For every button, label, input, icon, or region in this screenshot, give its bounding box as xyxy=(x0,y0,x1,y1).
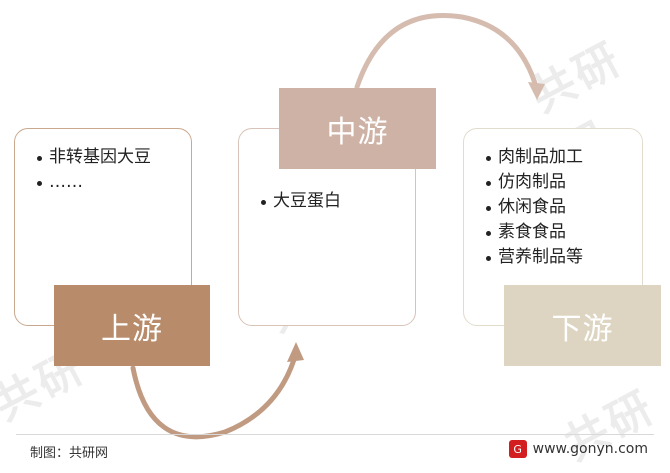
list-item: 仿肉制品 xyxy=(484,170,642,195)
midstream-list: 大豆蛋白 xyxy=(259,189,415,214)
footer-divider xyxy=(16,434,654,435)
list-item: 肉制品加工 xyxy=(484,145,642,170)
footer-site: G www.gonyn.com xyxy=(508,440,648,458)
downstream-label: 下游 xyxy=(504,285,661,366)
list-item: 大豆蛋白 xyxy=(259,189,415,214)
downstream-list: 肉制品加工 仿肉制品 休闲食品 素食食品 营养制品等 xyxy=(484,145,642,270)
list-item: 非转基因大豆 xyxy=(35,145,191,170)
midstream-label: 中游 xyxy=(279,88,436,169)
list-item: 休闲食品 xyxy=(484,195,642,220)
footer-site-url: www.gonyn.com xyxy=(532,441,648,457)
list-item: 素食食品 xyxy=(484,220,642,245)
footer-credit: 制图：共研网 xyxy=(30,446,109,461)
list-item: 营养制品等 xyxy=(484,245,642,270)
arrow-upstream-to-midstream xyxy=(130,350,299,440)
list-item: …… xyxy=(35,170,191,195)
upstream-list: 非转基因大豆 …… xyxy=(35,145,191,195)
arrow-midstream-to-downstream xyxy=(354,13,540,93)
upstream-label: 上游 xyxy=(54,285,210,366)
arrow-head-upstream-to-midstream xyxy=(287,342,304,362)
arrow-head-midstream-to-downstream xyxy=(528,82,545,100)
gonyn-logo-icon: G xyxy=(508,440,527,458)
